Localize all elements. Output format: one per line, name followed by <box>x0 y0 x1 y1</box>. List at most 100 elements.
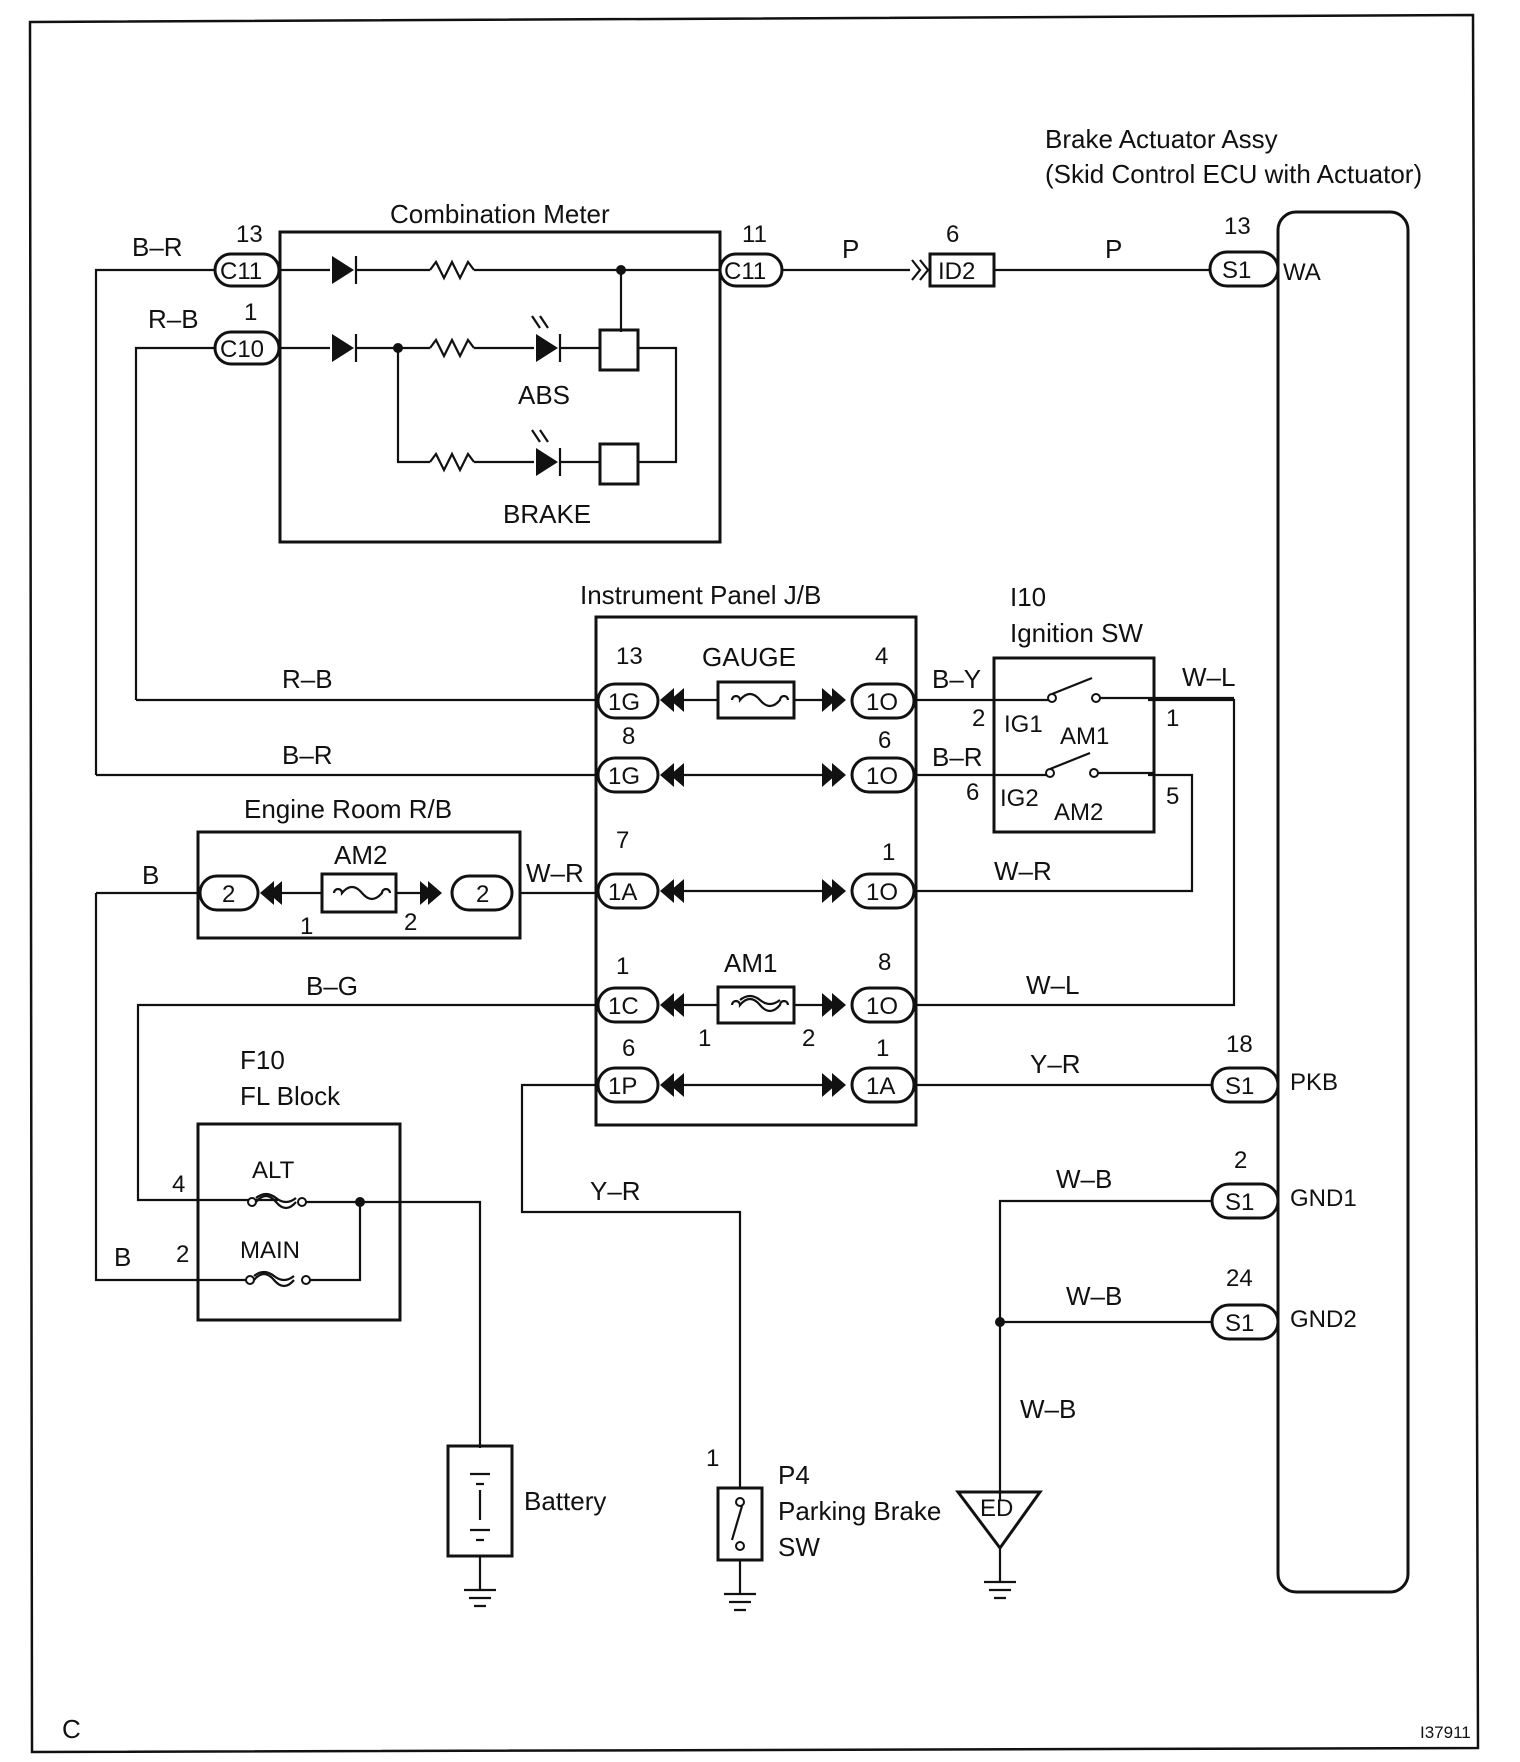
connector-er-left <box>198 874 260 912</box>
fuse-am1 <box>716 985 796 1025</box>
pin-jb-1o-4: 4 <box>875 643 888 670</box>
battery-label: Battery <box>524 1486 606 1516</box>
pin-jb-1a-7: 7 <box>616 827 629 854</box>
instrument-panel-jb-title: Instrument Panel J/B <box>580 580 821 610</box>
ig2-label: IG2 <box>1000 785 1039 812</box>
connector-s1-gnd1 <box>1210 1182 1280 1220</box>
wire-label-wb-gnd1: W–B <box>1056 1164 1112 1194</box>
fuse-gauge-label: GAUGE <box>702 642 796 672</box>
ground-point-ed <box>955 1490 1043 1551</box>
connector-c10-label: C10 <box>220 336 264 363</box>
parking-brake-title: Parking Brake <box>778 1496 941 1526</box>
fl-block-title: FL Block <box>240 1081 341 1111</box>
chevron-right-4 <box>822 993 846 1017</box>
fl-block-code: F10 <box>240 1045 285 1075</box>
pin-jb-1o-6: 6 <box>878 727 891 754</box>
terminal-gnd2: GND2 <box>1290 1306 1357 1333</box>
pin-jb-1o-8: 8 <box>878 949 891 976</box>
wire-label-br-top: B–R <box>132 232 183 262</box>
figure-id: I37911 <box>1420 1723 1471 1742</box>
ignition-sw-code: I10 <box>1010 582 1046 612</box>
resistor-3 <box>428 452 476 472</box>
pin-pb-1: 1 <box>706 1445 719 1472</box>
connector-c10 <box>213 330 281 366</box>
connector-jb-1p-6-label: 1P <box>608 1073 637 1100</box>
wire-label-rb-mid: R–B <box>282 664 333 694</box>
pin-ig-2: 2 <box>972 705 985 732</box>
parking-brake-subtitle: SW <box>778 1532 820 1562</box>
resistor-2 <box>428 338 476 358</box>
am1-sw-label: AM1 <box>1060 723 1109 750</box>
connector-jb-1c-1-label: 1C <box>608 993 639 1020</box>
chevron-left-5 <box>660 1073 684 1097</box>
diode-1 <box>332 256 354 284</box>
fuse-am1-label: AM1 <box>724 948 777 978</box>
combination-meter-box <box>278 230 722 544</box>
fl-block-box <box>196 1122 402 1322</box>
connector-jb-1g-13-label: 1G <box>608 689 640 716</box>
connector-jb-1o-6-label: 1O <box>866 763 898 790</box>
wire-label-by: B–Y <box>932 664 981 694</box>
pin-ig-6: 6 <box>966 779 979 806</box>
wire-label-yr-pkb: Y–R <box>1030 1049 1081 1079</box>
wire-label-wl-jb: W–L <box>1026 970 1079 1000</box>
connector-jb-1g-8 <box>596 756 660 794</box>
connector-jb-1a-1-label: 1A <box>866 1073 895 1100</box>
brake-indicator-box <box>598 442 640 486</box>
chevron-left-4 <box>660 993 684 1017</box>
pin-jb-1o-1: 1 <box>882 839 895 866</box>
combination-meter-title: Combination Meter <box>390 199 610 229</box>
pin-s1-2: 2 <box>1234 1147 1247 1174</box>
led-abs <box>536 334 558 362</box>
instrument-panel-jb-box <box>594 615 918 1127</box>
fuse-am2-label: AM2 <box>334 840 387 870</box>
connector-s1-pkb <box>1210 1066 1280 1104</box>
wire-label-br-mid: B–R <box>282 740 333 770</box>
wire-label-b-er: B <box>142 860 159 890</box>
pin-fl-4: 4 <box>172 1171 185 1198</box>
wire-label-br-ig: B–R <box>932 742 983 772</box>
pin-jb-am1-right: 2 <box>802 1025 815 1052</box>
brake-label: BRAKE <box>503 499 591 529</box>
connector-s1-gnd2-label: S1 <box>1225 1310 1254 1337</box>
pin-jb-1p-6: 6 <box>622 1035 635 1062</box>
abs-label: ABS <box>518 380 570 410</box>
connector-jb-1o-8-label: 1O <box>866 993 898 1020</box>
pin-jb-1c-1: 1 <box>616 953 629 980</box>
wire-label-wb-down: W–B <box>1020 1394 1076 1424</box>
pin-jb-1g-8: 8 <box>622 723 635 750</box>
connector-jb-1a-7 <box>596 872 660 910</box>
ground-point-label: ED <box>980 1495 1013 1522</box>
pin-ig-1: 1 <box>1166 705 1179 732</box>
connector-jb-1a-7-label: 1A <box>608 879 637 906</box>
pin-ig-5: 5 <box>1166 783 1179 810</box>
ignition-sw-box <box>992 656 1156 834</box>
wire-label-wr-jb: W–R <box>994 856 1052 886</box>
chevron-right-5 <box>822 1073 846 1097</box>
ig1-label: IG1 <box>1004 711 1043 738</box>
connector-s1-pkb-label: S1 <box>1225 1073 1254 1100</box>
pin-fl-2: 2 <box>176 1241 189 1268</box>
pin-jb-am1-left: 1 <box>698 1025 711 1052</box>
wire-label-wl-top: W–L <box>1182 662 1235 692</box>
wire-label-bg: B–G <box>306 971 358 1001</box>
pin-jb-1a-1: 1 <box>876 1035 889 1062</box>
terminal-gnd1: GND1 <box>1290 1185 1357 1212</box>
chevron-er-left <box>260 881 282 905</box>
connector-c11-right-label: C11 <box>724 258 766 285</box>
pin-er-fuse-left: 1 <box>300 913 313 940</box>
ignition-sw-title: Ignition SW <box>1010 618 1143 648</box>
resistor-1 <box>428 260 476 280</box>
pin-c11-11: 11 <box>742 221 767 248</box>
chevron-left-1 <box>660 688 684 712</box>
connector-er-left-label: 2 <box>222 881 235 908</box>
diode-2 <box>332 334 354 362</box>
fl-main-label: MAIN <box>240 1237 300 1264</box>
brake-actuator-box <box>1276 210 1410 1594</box>
connector-er-right-label: 2 <box>476 881 489 908</box>
pin-er-fuse-right: 2 <box>404 909 417 936</box>
frame-border <box>28 13 1480 1754</box>
brake-actuator-title: Brake Actuator Assy <box>1045 124 1278 154</box>
connector-c11-left-label: C11 <box>220 258 262 285</box>
wire-label-wb-gnd2: W–B <box>1066 1281 1122 1311</box>
